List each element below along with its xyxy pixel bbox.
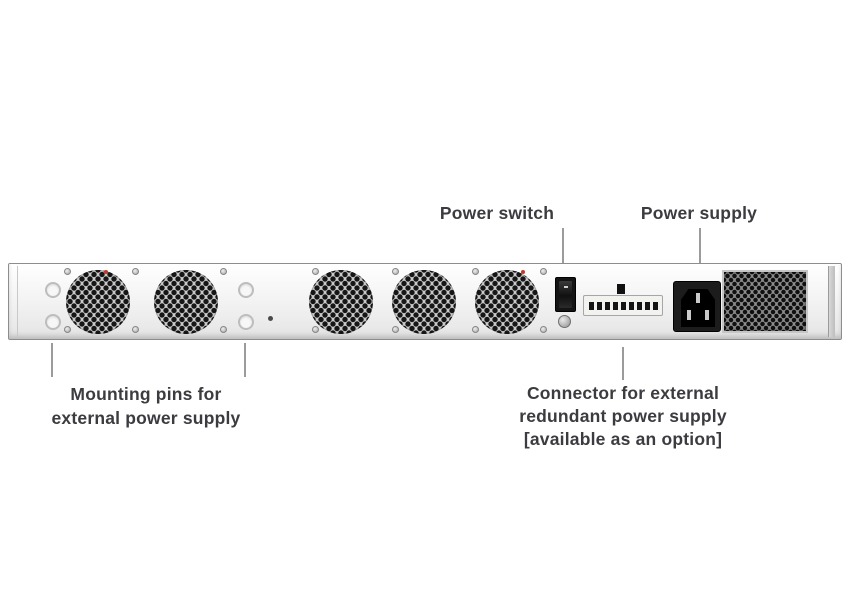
appliance-rear-panel [8,263,842,340]
iec-pin [696,293,700,303]
connector-pin [620,301,626,310]
panel-seam-left [17,266,18,337]
screw [472,326,479,333]
screw [392,268,399,275]
connector-pin [596,301,602,310]
iec-pin [705,310,709,320]
connector-label-line1: Connector for external [526,383,720,403]
connector-pin [604,301,610,310]
iec-power-inlet [673,281,721,332]
power-switch [555,277,576,312]
power-switch-mark [564,286,568,288]
red-paint-mark [104,270,108,274]
redundant-power-connector [583,295,663,316]
power-supply-grille [722,270,808,333]
pinhole [268,316,273,321]
fan-grille-1 [66,270,130,334]
fan-grille-4 [392,270,456,334]
power-supply-label: Power supply [640,203,758,223]
screw [540,326,547,333]
screw [132,268,139,275]
screw [220,268,227,275]
mounting-pin [238,314,254,330]
connector-pin [628,301,634,310]
mounting-pins-label-line1: Mounting pins for [70,384,222,404]
mounting-pin [238,282,254,298]
mounting-pins-label-line2: external power supply [51,408,241,428]
power-switch-rocker [559,281,572,308]
power-switch-label: Power switch [439,203,555,223]
chassis-end-strip [828,266,835,337]
fan-grille-2 [154,270,218,334]
mounting-pin-leader-line-left [51,343,53,377]
screw [312,326,319,333]
screw [220,326,227,333]
fan-grille-5 [475,270,539,334]
power-supply-leader-line [699,228,701,264]
connector-label: Connector for external redundant power s… [493,382,753,451]
connector-pin [588,301,594,310]
mounting-pin [45,314,61,330]
connector-pin [636,301,642,310]
red-paint-mark [521,270,525,274]
mounting-pin [45,282,61,298]
connector-pin [612,301,618,310]
connector-pin [652,301,658,310]
screw [540,268,547,275]
connector-leader-line [622,347,624,380]
fan-grille-3 [309,270,373,334]
connector-label-line2: redundant power supply [519,406,727,426]
redundant-power-connector-key [617,284,625,294]
connector-pin [644,301,650,310]
connector-label-line3: [available as an option] [523,429,723,449]
grounding-screw [558,315,571,328]
screw [64,268,71,275]
screw [132,326,139,333]
iec-pin [687,310,691,320]
mounting-pins-label: Mounting pins for external power supply [26,382,266,430]
power-switch-leader-line [562,228,564,269]
screw [312,268,319,275]
screw [472,268,479,275]
screw [64,326,71,333]
mounting-pin-leader-line-right [244,343,246,377]
screw [392,326,399,333]
